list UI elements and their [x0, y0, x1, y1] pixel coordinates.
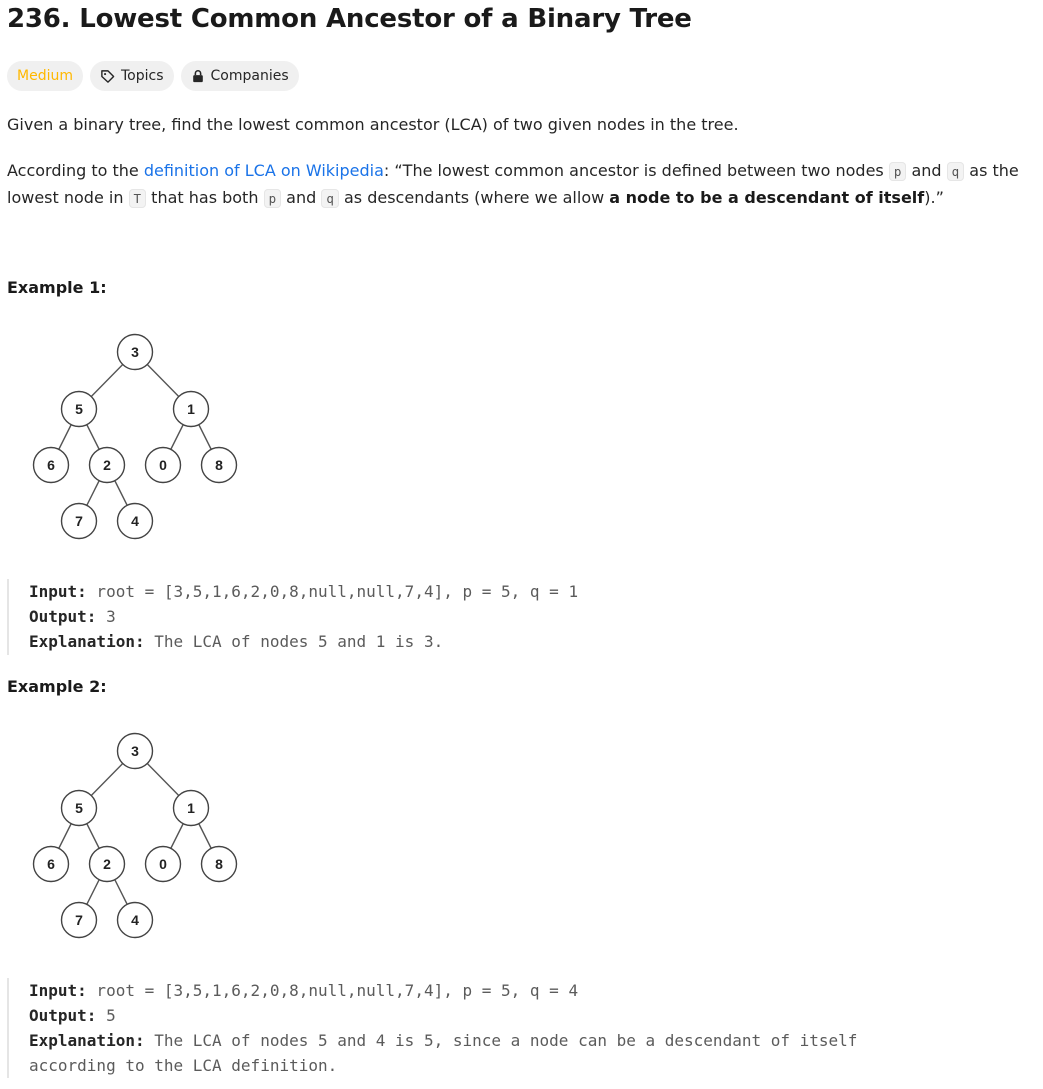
tree-node — [32, 446, 70, 484]
io-line-input: Input: root = [3,5,1,6,2,0,8,null,null,7… — [29, 579, 578, 604]
input-value: root = [3,5,1,6,2,0,8,null,null,7,4], p … — [86, 582, 579, 601]
problem-title: 236. Lowest Common Ancestor of a Binary … — [7, 4, 692, 34]
example-2-io-block: Input: root = [3,5,1,6,2,0,8,null,null,7… — [7, 978, 857, 1078]
text-segment: : “The lowest common ancestor is defined… — [383, 161, 889, 180]
example-1-tree-diagram: 3 5 1 6 2 0 8 7 4 — [32, 333, 238, 540]
code-q: q — [321, 189, 339, 208]
tree-node — [116, 502, 154, 540]
output-value: 3 — [96, 607, 116, 626]
tree-node-label: 8 — [215, 856, 223, 872]
code-q: q — [946, 162, 965, 181]
tree-node — [88, 446, 126, 484]
tree-node-label: 4 — [131, 513, 139, 529]
tree-node — [144, 845, 182, 883]
tree-node-label: 0 — [159, 856, 167, 872]
text-segment: and — [906, 161, 947, 180]
text-segment: and — [281, 188, 322, 207]
description-paragraph-1: Given a binary tree, find the lowest com… — [7, 115, 739, 134]
tree-node — [172, 789, 210, 827]
code-p: p — [263, 189, 282, 208]
output-label: Output: — [29, 607, 97, 626]
topics-button[interactable]: Topics — [89, 61, 174, 91]
tree-node-label: 7 — [75, 912, 83, 928]
tree-node-label: 7 — [75, 513, 83, 529]
tree-node-label: 5 — [75, 401, 83, 417]
io-line-explanation: Explanation: The LCA of nodes 5 and 1 is… — [29, 629, 578, 654]
io-line-explanation: Explanation: The LCA of nodes 5 and 4 is… — [29, 1028, 857, 1053]
text-segment: ).” — [924, 188, 944, 207]
topics-label: Topics — [120, 68, 164, 84]
tree-node-label: 6 — [47, 856, 55, 872]
wikipedia-lca-link[interactable]: definition of LCA on Wikipedia — [143, 161, 384, 180]
io-line-output: Output: 5 — [29, 1003, 857, 1028]
tree-node — [116, 333, 154, 371]
bold-phrase: a node to be a descendant of itself — [609, 188, 925, 207]
output-label: Output: — [29, 1006, 97, 1025]
tree-node-label: 0 — [159, 457, 167, 473]
tree-node — [144, 446, 182, 484]
input-label: Input: — [29, 981, 87, 1000]
example-2-tree-diagram: 3 5 1 6 2 0 8 7 4 — [32, 732, 238, 939]
tree-node — [60, 390, 98, 428]
tree-node — [60, 901, 98, 939]
tree-node — [88, 845, 126, 883]
text-segment: that has both — [146, 188, 264, 207]
tree-node — [116, 901, 154, 939]
tree-node — [200, 845, 238, 883]
tree-node — [32, 845, 70, 883]
tree-node-label: 1 — [187, 800, 195, 816]
input-value: root = [3,5,1,6,2,0,8,null,null,7,4], p … — [86, 981, 579, 1000]
description-paragraph-2: According to the definition of LCA on Wi… — [7, 158, 1037, 212]
text-segment: as the lowest node in — [7, 161, 1019, 207]
tree-node-label: 6 — [47, 457, 55, 473]
tree-node — [172, 390, 210, 428]
text-segment: as descendants (where we allow — [338, 188, 610, 207]
tag-row: Medium Topics Companies — [7, 61, 299, 91]
tree-node-label: 3 — [131, 743, 139, 759]
tree-node-label: 2 — [103, 457, 111, 473]
lock-icon — [191, 69, 205, 83]
io-line-output: Output: 3 — [29, 604, 578, 629]
explanation-value-continued: according to the LCA definition. — [29, 1056, 338, 1075]
io-line-input: Input: root = [3,5,1,6,2,0,8,null,null,7… — [29, 978, 857, 1003]
tree-node — [60, 789, 98, 827]
output-value: 5 — [96, 1006, 116, 1025]
tree-node — [200, 446, 238, 484]
difficulty-badge[interactable]: Medium — [7, 61, 83, 91]
explanation-label: Explanation: — [29, 632, 145, 651]
tree-node-label: 4 — [131, 912, 139, 928]
difficulty-label: Medium — [17, 68, 73, 84]
explanation-value: The LCA of nodes 5 and 1 is 3. — [144, 632, 444, 651]
tree-node-label: 1 — [187, 401, 195, 417]
input-label: Input: — [29, 582, 87, 601]
explanation-label: Explanation: — [29, 1031, 145, 1050]
code-p: p — [888, 162, 907, 181]
tag-icon — [100, 69, 115, 84]
tree-node — [116, 732, 154, 770]
tree-node — [60, 502, 98, 540]
companies-button[interactable]: Companies — [180, 61, 299, 91]
example-1-title: Example 1: — [7, 278, 107, 297]
companies-label: Companies — [210, 68, 289, 84]
text-segment: According to the — [7, 161, 144, 180]
example-1-io-block: Input: root = [3,5,1,6,2,0,8,null,null,7… — [7, 579, 578, 655]
explanation-value: The LCA of nodes 5 and 4 is 5, since a n… — [144, 1031, 858, 1050]
code-T: T — [128, 189, 147, 208]
tree-node-label: 8 — [215, 457, 223, 473]
tree-node-label: 5 — [75, 800, 83, 816]
tree-node-label: 3 — [131, 344, 139, 360]
io-line-explanation-cont: according to the LCA definition. — [29, 1053, 857, 1078]
example-2-title: Example 2: — [7, 677, 107, 696]
tree-node-label: 2 — [103, 856, 111, 872]
